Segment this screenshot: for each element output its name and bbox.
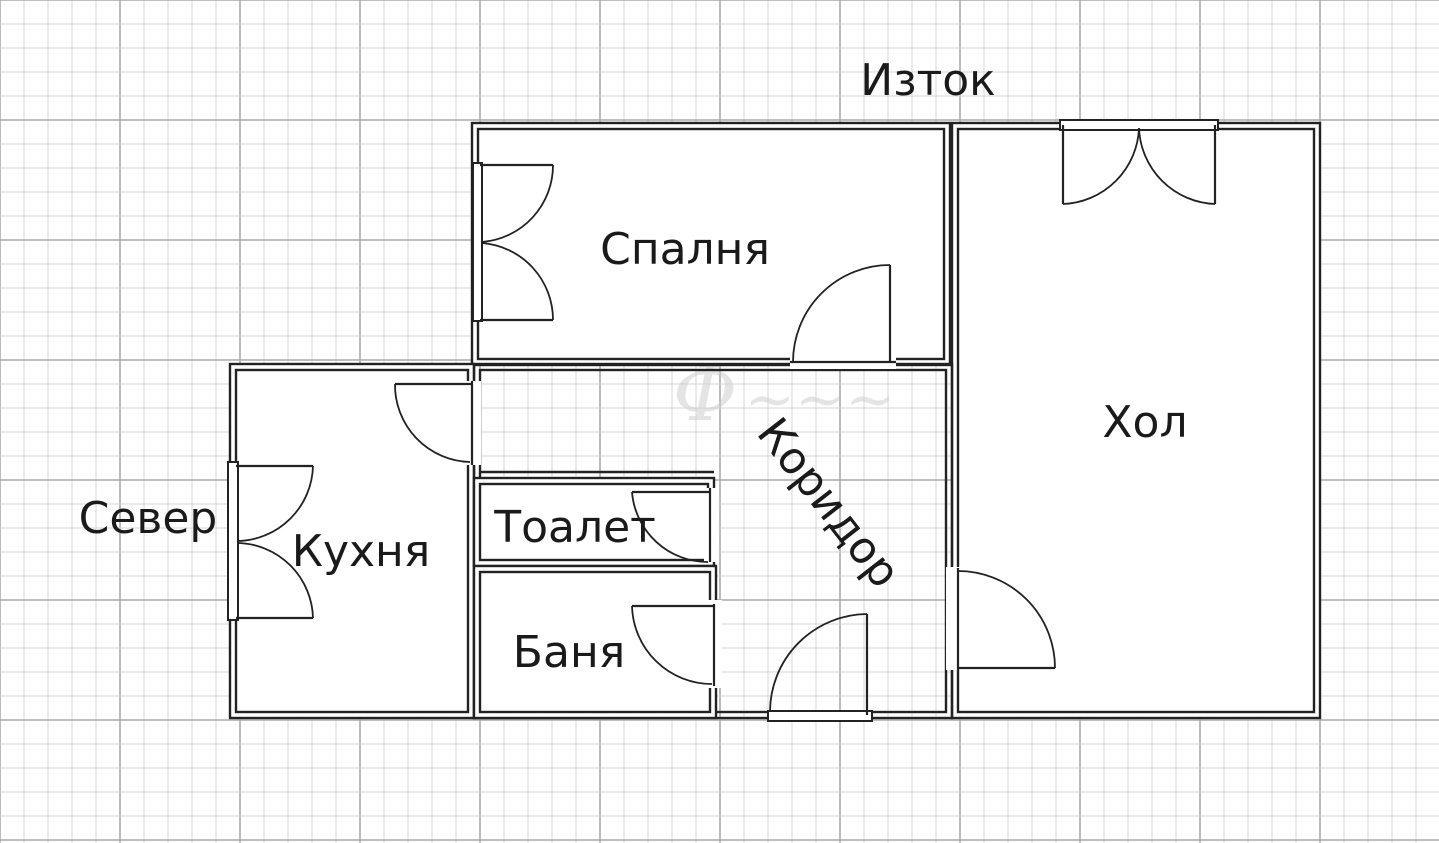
entrance-door-icon xyxy=(767,613,873,722)
room-label-bathroom: Баня xyxy=(513,627,625,678)
kitchen-west-double-door-icon xyxy=(227,461,314,621)
east-direction-label: Изток xyxy=(860,55,995,106)
room-label-toilet: Тоалет xyxy=(493,502,656,553)
toilet-door-icon xyxy=(631,488,718,563)
wall-kitchen xyxy=(228,362,476,720)
doors xyxy=(227,119,1219,722)
room-label-kitchen: Кухня xyxy=(292,526,431,577)
wall-bathroom xyxy=(472,564,718,720)
living-room-balcony-door-icon xyxy=(1059,119,1219,205)
bedroom-corridor-door-icon xyxy=(790,264,896,369)
bathroom-door-icon xyxy=(631,600,722,688)
room-label-living-room: Хол xyxy=(1102,397,1187,448)
kitchen-corridor-door-icon xyxy=(394,381,481,465)
north-direction-label: Север xyxy=(79,493,218,544)
svg-text:~~~: ~~~ xyxy=(745,365,896,435)
walls xyxy=(228,121,1322,720)
wall-living-room xyxy=(950,121,1322,720)
bedroom-west-double-door-icon xyxy=(472,162,554,322)
living-room-corridor-door-icon xyxy=(946,567,1056,670)
room-label-corridor: Коридор xyxy=(747,409,910,598)
room-label-bedroom: Спалня xyxy=(600,224,770,275)
